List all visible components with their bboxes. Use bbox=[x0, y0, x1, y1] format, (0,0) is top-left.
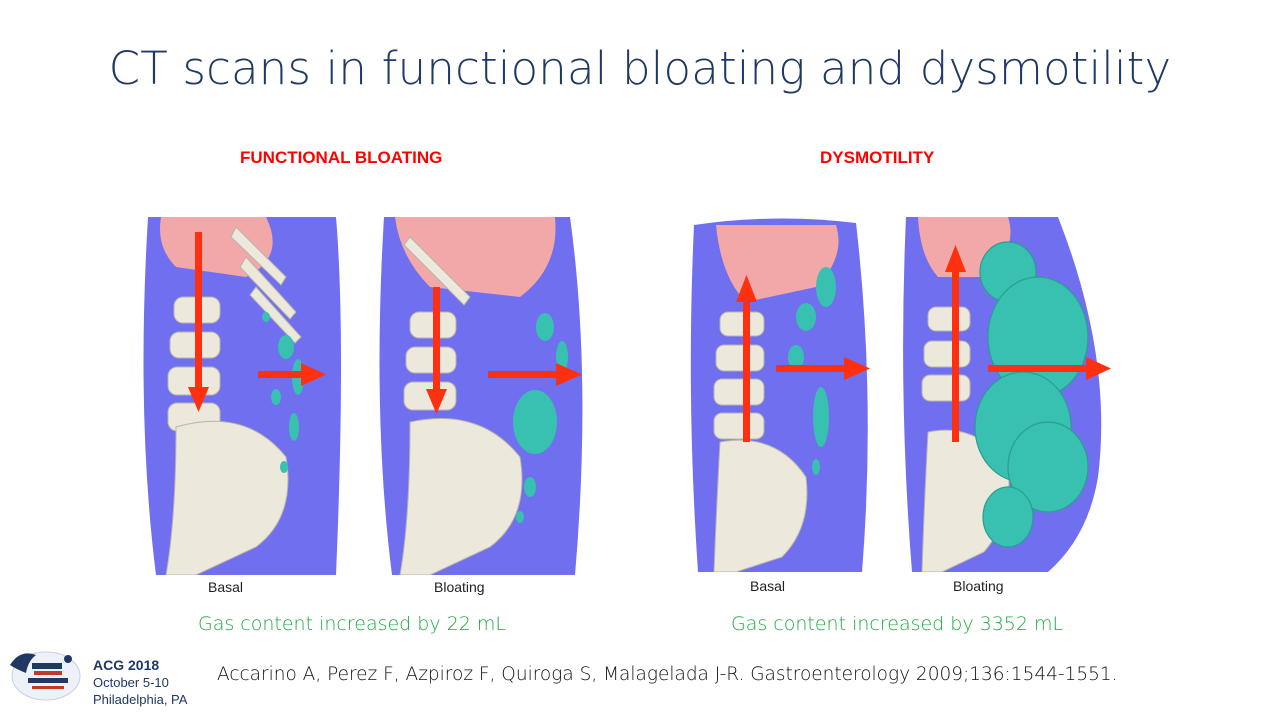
acg-2018-logo bbox=[6, 643, 86, 705]
slide-title: CT scans in functional bloating and dysm… bbox=[108, 42, 1172, 95]
conference-dates: October 5-10 bbox=[93, 675, 169, 690]
dysmotility-basal-scan bbox=[686, 217, 886, 572]
conference-info: ACG 2018 October 5-10 Philadelphia, PA bbox=[93, 657, 187, 708]
conference-location: Philadelphia, PA bbox=[93, 692, 188, 707]
dysmotility-gas-note: Gas content increased by 3352 mL bbox=[731, 613, 1064, 635]
dysmotility-bloating-caption: Bloating bbox=[953, 578, 1004, 594]
conference-name: ACG 2018 bbox=[93, 657, 160, 673]
functional-bloating-basal-scan bbox=[136, 217, 366, 575]
functional-bloating-basal-caption: Basal bbox=[208, 579, 244, 595]
functional-bloating-bloating-scan bbox=[370, 217, 595, 575]
citation: Accarino A, Perez F, Azpiroz F, Quiroga … bbox=[217, 664, 1118, 685]
dysmotility-bloating-scan bbox=[898, 217, 1113, 572]
functional-bloating-gas-note: Gas content increased by 22 mL bbox=[198, 613, 506, 635]
functional-bloating-bloating-caption: Bloating bbox=[434, 579, 485, 595]
functional-bloating-heading: FUNCTIONAL BLOATING bbox=[240, 148, 443, 167]
dysmotility-heading: DYSMOTILITY bbox=[820, 148, 935, 167]
dysmotility-basal-caption: Basal bbox=[750, 578, 786, 594]
